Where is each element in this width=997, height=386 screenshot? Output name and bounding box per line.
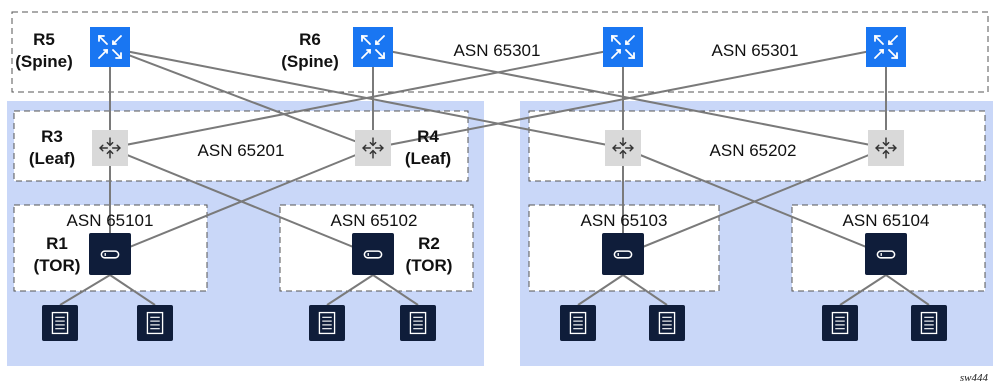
server-icon bbox=[822, 305, 858, 341]
r3-name: R3 bbox=[41, 127, 63, 146]
r6-role: (Spine) bbox=[281, 52, 339, 71]
link-r4-r1 bbox=[109, 147, 374, 256]
r4-name: R4 bbox=[417, 127, 439, 146]
tor-switch-icon bbox=[89, 233, 131, 275]
leaf-router-icon bbox=[868, 130, 904, 166]
figure-tag: sw444 bbox=[960, 372, 989, 384]
spine-asn-label: ASN 65301 bbox=[454, 41, 541, 60]
server-icon bbox=[649, 305, 685, 341]
r4-role: (Leaf) bbox=[405, 149, 451, 168]
r1-role: (TOR) bbox=[34, 256, 81, 275]
link-r5-r4 bbox=[109, 47, 374, 149]
server-icon bbox=[400, 305, 436, 341]
tor-asn-label-2: ASN 65102 bbox=[331, 211, 418, 230]
r2-name: R2 bbox=[418, 234, 440, 253]
r5-name: R5 bbox=[33, 30, 55, 49]
spine-router-icon bbox=[90, 27, 130, 67]
server-icon bbox=[911, 305, 947, 341]
tor-switch-icon bbox=[352, 233, 394, 275]
spine-asn-label: ASN 65301 bbox=[712, 41, 799, 60]
leaf-asn-label-right: ASN 65202 bbox=[710, 141, 797, 160]
tor-switch-icon bbox=[865, 233, 907, 275]
link-leaf4-tor3 bbox=[622, 147, 887, 256]
leaf-asn-label-left: ASN 65201 bbox=[198, 141, 285, 160]
spine-router-icon bbox=[603, 27, 643, 67]
r3-role: (Leaf) bbox=[29, 149, 75, 168]
link-spine3-r3 bbox=[109, 47, 624, 149]
tor-asn-label-3: ASN 65103 bbox=[581, 211, 668, 230]
spine-group-box bbox=[11, 11, 989, 93]
leaf-router-icon bbox=[355, 130, 391, 166]
tor-asn-label-4: ASN 65104 bbox=[843, 211, 930, 230]
r1-name: R1 bbox=[46, 234, 68, 253]
server-icon bbox=[309, 305, 345, 341]
r5-role: (Spine) bbox=[15, 52, 73, 71]
r2-role: (TOR) bbox=[406, 256, 453, 275]
server-icon bbox=[42, 305, 78, 341]
spine-router-icon bbox=[866, 27, 906, 67]
link-spine4-r4 bbox=[372, 47, 887, 149]
server-icon bbox=[560, 305, 596, 341]
leaf-router-icon bbox=[92, 130, 128, 166]
spine-router-icon bbox=[353, 27, 393, 67]
r6-name: R6 bbox=[299, 30, 321, 49]
tor-switch-icon bbox=[602, 233, 644, 275]
leaf-router-icon bbox=[605, 130, 641, 166]
server-icon bbox=[137, 305, 173, 341]
tor-asn-label-1: ASN 65101 bbox=[67, 211, 154, 230]
